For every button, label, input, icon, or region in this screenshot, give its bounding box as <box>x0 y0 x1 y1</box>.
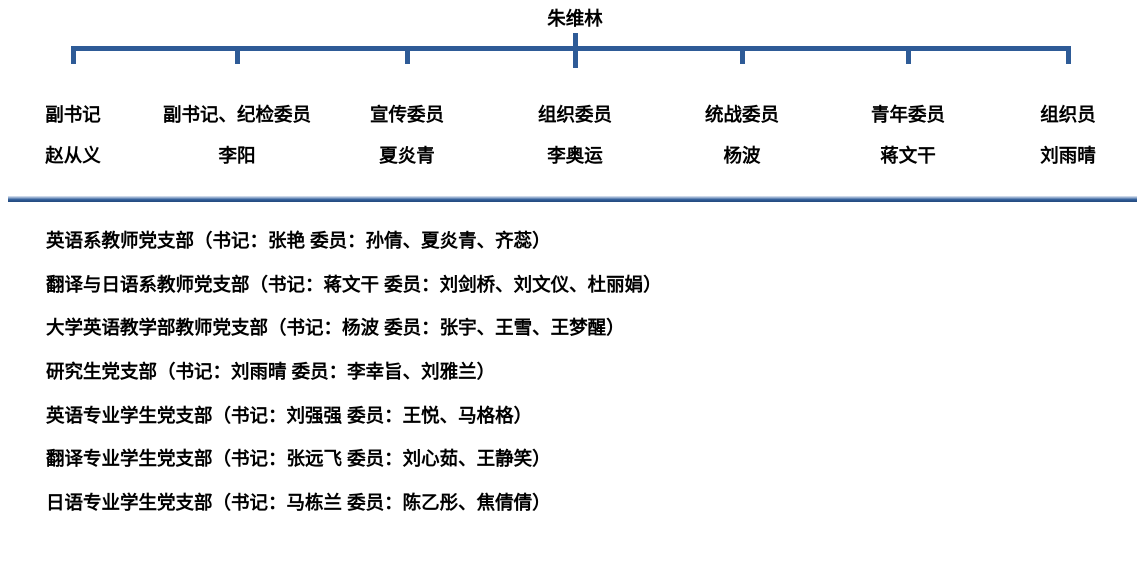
member-name: 赵从义 <box>45 145 101 166</box>
branch-item: 翻译专业学生党支部（书记：张远飞 委员：刘心茹、王静笑） <box>46 448 551 470</box>
member-name: 李奥运 <box>547 145 603 166</box>
connector-tick <box>71 46 76 64</box>
branch-list: 英语系教师党支部（书记：张艳 委员：孙倩、夏炎青、齐蕊） 翻译与日语系教师党支部… <box>46 218 1126 524</box>
connector-bar <box>71 46 1070 51</box>
member-role: 组织员 <box>1040 104 1096 125</box>
member-role: 宣传委员 <box>369 104 444 125</box>
branch-item: 英语系教师党支部（书记：张艳 委员：孙倩、夏炎青、齐蕊） <box>46 229 551 251</box>
member-role: 副书记、纪检委员 <box>162 104 311 125</box>
connector-tick <box>405 46 410 64</box>
divider-line <box>8 196 1137 202</box>
member-role: 统战委员 <box>704 104 779 125</box>
member-name: 夏炎青 <box>379 145 435 166</box>
branch-item: 英语专业学生党支部（书记：刘强强 委员：王悦、马格格） <box>46 404 533 426</box>
connector-tick <box>573 46 578 64</box>
member-role: 副书记 <box>45 104 101 125</box>
connector-tick <box>906 46 911 64</box>
member-name: 杨波 <box>723 145 761 166</box>
connector-tick <box>1066 46 1071 64</box>
member-role: 组织委员 <box>537 104 612 125</box>
branch-item: 大学英语教学部教师党支部（书记：杨波 委员：张宇、王雪、王梦醒） <box>46 317 625 339</box>
member-name: 蒋文干 <box>880 145 936 166</box>
connector-tick <box>740 46 745 64</box>
branch-item: 日语专业学生党支部（书记：马栋兰 委员：陈乙彤、焦倩倩） <box>46 491 551 513</box>
branch-item: 翻译与日语系教师党支部（书记：蒋文干 委员：刘剑桥、刘文仪、杜丽娟） <box>46 273 662 295</box>
member-name: 李阳 <box>218 145 256 166</box>
member-role: 青年委员 <box>870 104 945 125</box>
branch-item: 研究生党支部（书记：刘雨晴 委员：李幸旨、刘雅兰） <box>46 360 496 382</box>
secretary-name: 朱维林 <box>547 8 603 29</box>
connector-tick <box>235 46 240 64</box>
member-name: 刘雨晴 <box>1040 145 1096 166</box>
